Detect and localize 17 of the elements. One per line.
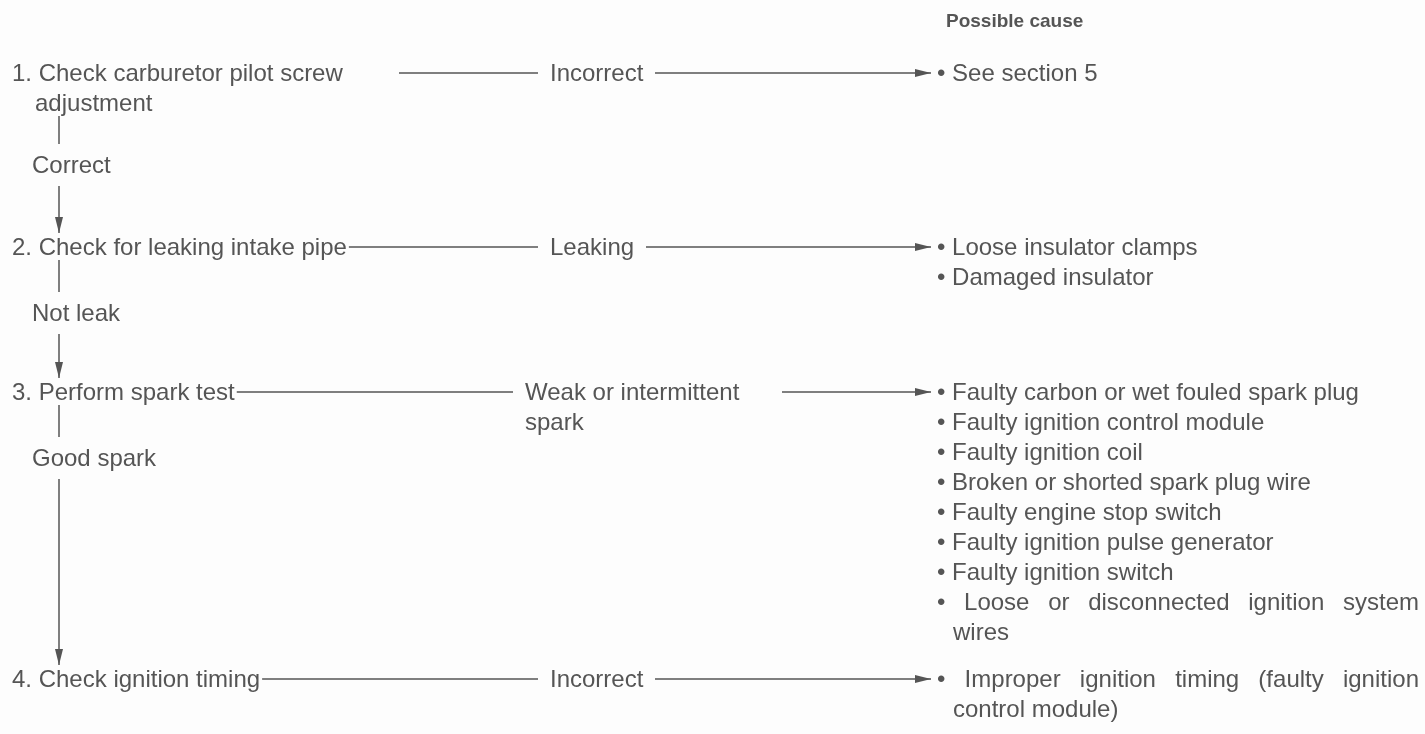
cause-item: • Faulty ignition coil — [937, 437, 1144, 467]
cause-item: • Broken or shorted spark plug wire — [937, 467, 1312, 497]
cause-item: • Faulty carbon or wet fouled spark plug — [937, 377, 1360, 407]
cause-item: • Improper ignition timing (faulty ignition control module) — [937, 664, 1419, 724]
check-step: 3. Perform spark test — [12, 377, 235, 407]
cause-item: • Damaged insulator — [937, 262, 1155, 292]
column-heading: Possible cause — [946, 9, 1084, 33]
cause-item: • See section 5 — [937, 58, 1099, 88]
cause-item: • Faulty engine stop switch — [937, 497, 1223, 527]
cause-item: • Faulty ignition pulse generator — [937, 527, 1275, 557]
cause-item: • Faulty ignition switch — [937, 557, 1175, 587]
check-step: 4. Check ignition timing — [12, 664, 261, 694]
cause-item: • Loose or disconnected ignition system wires — [937, 587, 1419, 647]
cause-item: • Faulty ignition control module — [937, 407, 1266, 437]
cause-item: • Loose insulator clamps — [937, 232, 1199, 262]
check-step: 1. Check carburetor pilot screw adjustment — [12, 58, 397, 118]
check-step: 2. Check for leaking intake pipe — [12, 232, 347, 262]
